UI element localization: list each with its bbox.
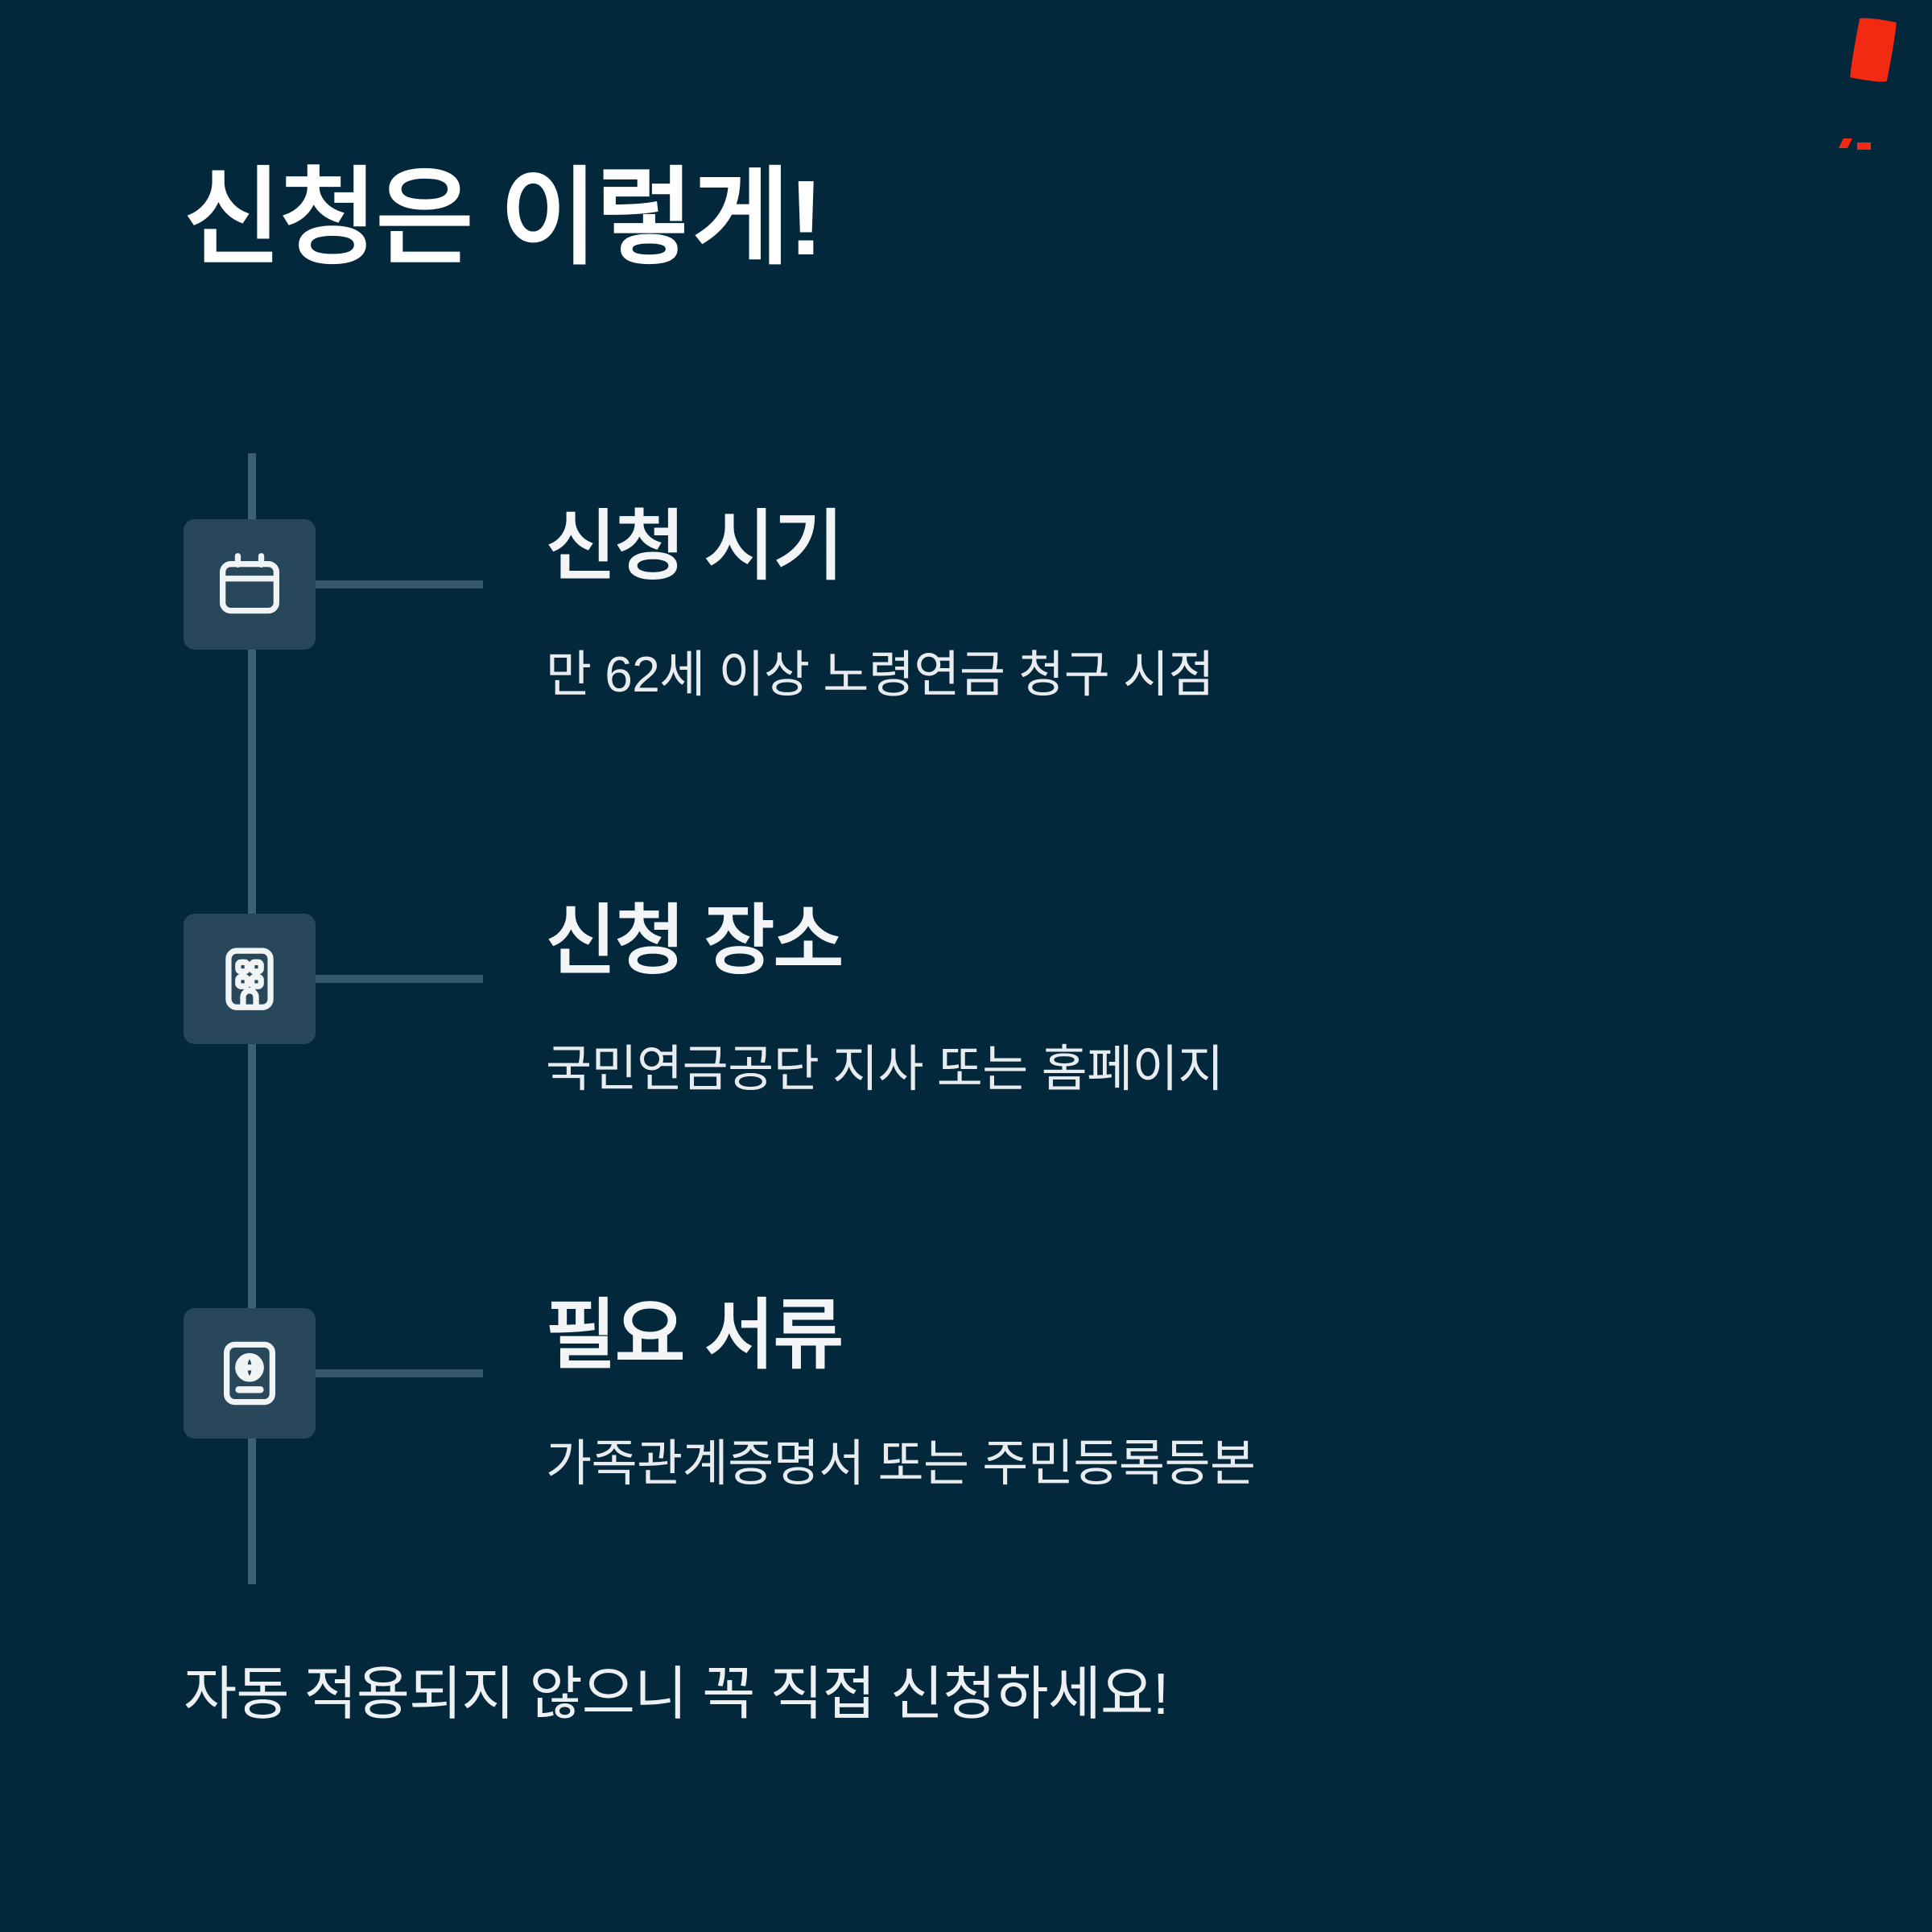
- footer-note: 자동 적용되지 않으니 꼭 직접 신청하세요!: [184, 1662, 1169, 1727]
- timeline-heading-3: 필요 서류: [546, 1293, 844, 1378]
- timeline-icon-tile-2: [184, 914, 316, 1044]
- calendar-icon: [220, 553, 279, 614]
- timeline-description-2: 국민연금공단 지사 또는 홈페이지: [546, 1042, 1224, 1097]
- timeline-connector-3: [316, 1369, 483, 1377]
- timeline-description-3: 가족관계증명서 또는 주민등록등본: [546, 1436, 1256, 1492]
- timeline-heading-2: 신청 장소: [546, 898, 844, 984]
- timeline-connector-2: [316, 975, 483, 983]
- timeline-icon-tile-1: [184, 519, 316, 650]
- timeline-heading-1: 신청 시기: [546, 504, 844, 589]
- leaf-icon: [1847, 15, 1899, 85]
- chip-a-icon: [1839, 138, 1852, 148]
- timeline-connector-1: [316, 580, 483, 588]
- timeline-description-1: 만 62세 이상 노령연금 청구 시점: [546, 647, 1215, 703]
- building-icon: [225, 947, 274, 1010]
- timeline-icon-tile-3: [184, 1308, 316, 1439]
- chip-b-icon: [1857, 142, 1871, 150]
- page-title: 신청은 이렇게!: [184, 159, 824, 277]
- passport-icon: [223, 1341, 276, 1406]
